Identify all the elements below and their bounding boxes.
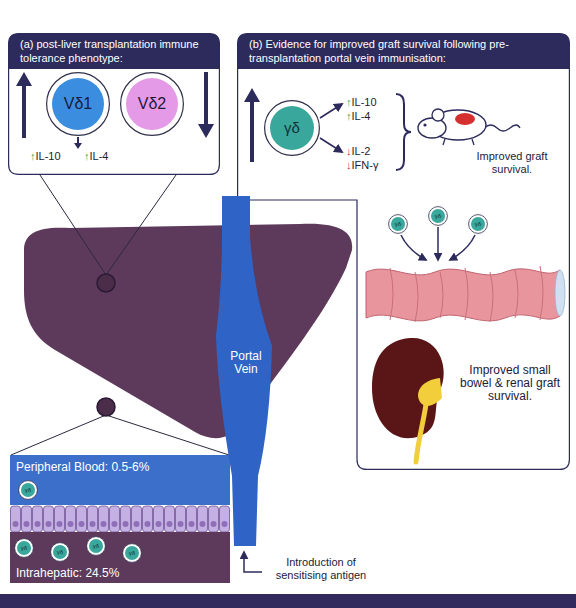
bowel-folds (390, 266, 543, 322)
small-bowel (366, 269, 560, 321)
mouse-leg (443, 139, 445, 145)
panel-outline (9, 34, 220, 175)
tissue-inset: Peripheral Blood: 0.5-6% Intrahepatic: 24… (10, 455, 230, 583)
panel-outline (238, 34, 570, 470)
gamma-delta-cell: γδ (388, 214, 408, 234)
cell-membrane (389, 215, 408, 234)
node-label: Vδ1 (46, 72, 110, 136)
gamma-delta-cell: γδ (468, 214, 488, 234)
cell-membrane (51, 543, 70, 562)
tissue-inset-shape (10, 455, 230, 583)
cytokine-label: ↑IL-10 (30, 150, 61, 163)
migration-arrow (401, 235, 426, 260)
panel-header-band (238, 34, 570, 69)
node-label: γδ (122, 543, 142, 563)
graft-patch (455, 113, 475, 125)
cell-membrane (15, 539, 34, 558)
mouse-leg (472, 139, 474, 145)
epithelium (10, 505, 230, 532)
ureter (416, 404, 426, 462)
renal-pelvis (418, 378, 442, 406)
vdelta2-cell: Vδ2 (120, 72, 184, 136)
compartment-label: Intrahepatic: 24.5% (16, 566, 224, 580)
intrahepatic-band (10, 532, 230, 583)
secretion-arrow (74, 137, 82, 149)
node-label: γδ (388, 214, 408, 234)
mouse-eye (423, 123, 426, 126)
cytokine-label: ↓IL-2 (346, 145, 370, 158)
gamma-delta-cell: γδ (14, 538, 34, 558)
mouse-tail (484, 125, 520, 131)
node-label: γδ (50, 542, 70, 562)
gamma-delta-cell: γδ (428, 206, 448, 226)
cell-membrane (123, 544, 142, 563)
cell-membrane (19, 481, 38, 500)
branch-arrow (320, 104, 342, 118)
node-label: γδ (468, 214, 488, 234)
increase-arrow (16, 72, 32, 138)
cell-membrane (47, 73, 110, 136)
decrease-arrow (198, 72, 214, 138)
blood-band (10, 455, 230, 505)
vdelta1-cell: Vδ1 (46, 72, 110, 136)
cytokine-label: ↑IL-4 (84, 150, 108, 163)
node-label: Vδ2 (120, 72, 184, 136)
brace (396, 94, 411, 170)
panel-header-band (9, 34, 220, 69)
panel-box: (b) Evidence for improved graft survival… (237, 33, 570, 470)
migration-arrow (450, 235, 475, 260)
cell-membrane (87, 537, 106, 556)
branch-arrow (320, 138, 342, 152)
kidney (372, 338, 444, 438)
mouse-ear (432, 109, 444, 121)
leader-line (40, 175, 106, 275)
cytokine-label: ↑IL-4 (346, 110, 370, 123)
cell-membrane (121, 73, 184, 136)
sample-site-circle (97, 398, 115, 416)
panel-heading: (b) Evidence for improved graft survival… (237, 33, 570, 69)
gamma-delta-cell: γδ (86, 536, 106, 556)
liver-shape (24, 224, 352, 438)
cell-membrane (469, 215, 488, 234)
bowel-lumen (555, 270, 565, 316)
leader-line (11, 415, 106, 455)
gamma-delta-cell: γδ (18, 480, 38, 500)
portal-vein: Portal Vein (210, 196, 282, 548)
gamma-delta-cell: γδ (50, 542, 70, 562)
footer-band (0, 594, 576, 608)
cytokine-label: ↑IL-10 (346, 96, 377, 109)
panel-box-shape (237, 33, 570, 470)
increase-arrow (244, 88, 260, 162)
outcome-label: Improved graft survival. (462, 150, 562, 176)
node-label: γδ (86, 536, 106, 556)
antigen-arrow (244, 552, 262, 572)
node-label: γδ (18, 480, 38, 500)
annotation-label: Introduction of sensitising antigen (262, 556, 380, 582)
node-label: γδ (14, 538, 34, 558)
cytokine-label: ↓IFN-γ (346, 159, 378, 172)
compartment-label: Peripheral Blood: 0.5-6% (16, 460, 224, 474)
node-label: γδ (264, 100, 320, 156)
panel-heading: (a) post-liver transplantation immune to… (8, 33, 220, 69)
node-label: γδ (428, 206, 448, 226)
gamma-delta-cell: γδ (122, 543, 142, 563)
outcome-label: Improved small bowel & renal graft survi… (458, 364, 562, 403)
leader-line (106, 415, 229, 455)
migration-arrow (437, 227, 439, 260)
mouse-head (418, 118, 446, 138)
node-label: Portal Vein (218, 346, 274, 380)
leader-line (106, 175, 176, 275)
gamma-delta-cell: γδ (264, 100, 320, 156)
sample-site-circle (97, 274, 115, 292)
cell-membrane (265, 101, 320, 156)
cell-membrane (429, 207, 448, 226)
